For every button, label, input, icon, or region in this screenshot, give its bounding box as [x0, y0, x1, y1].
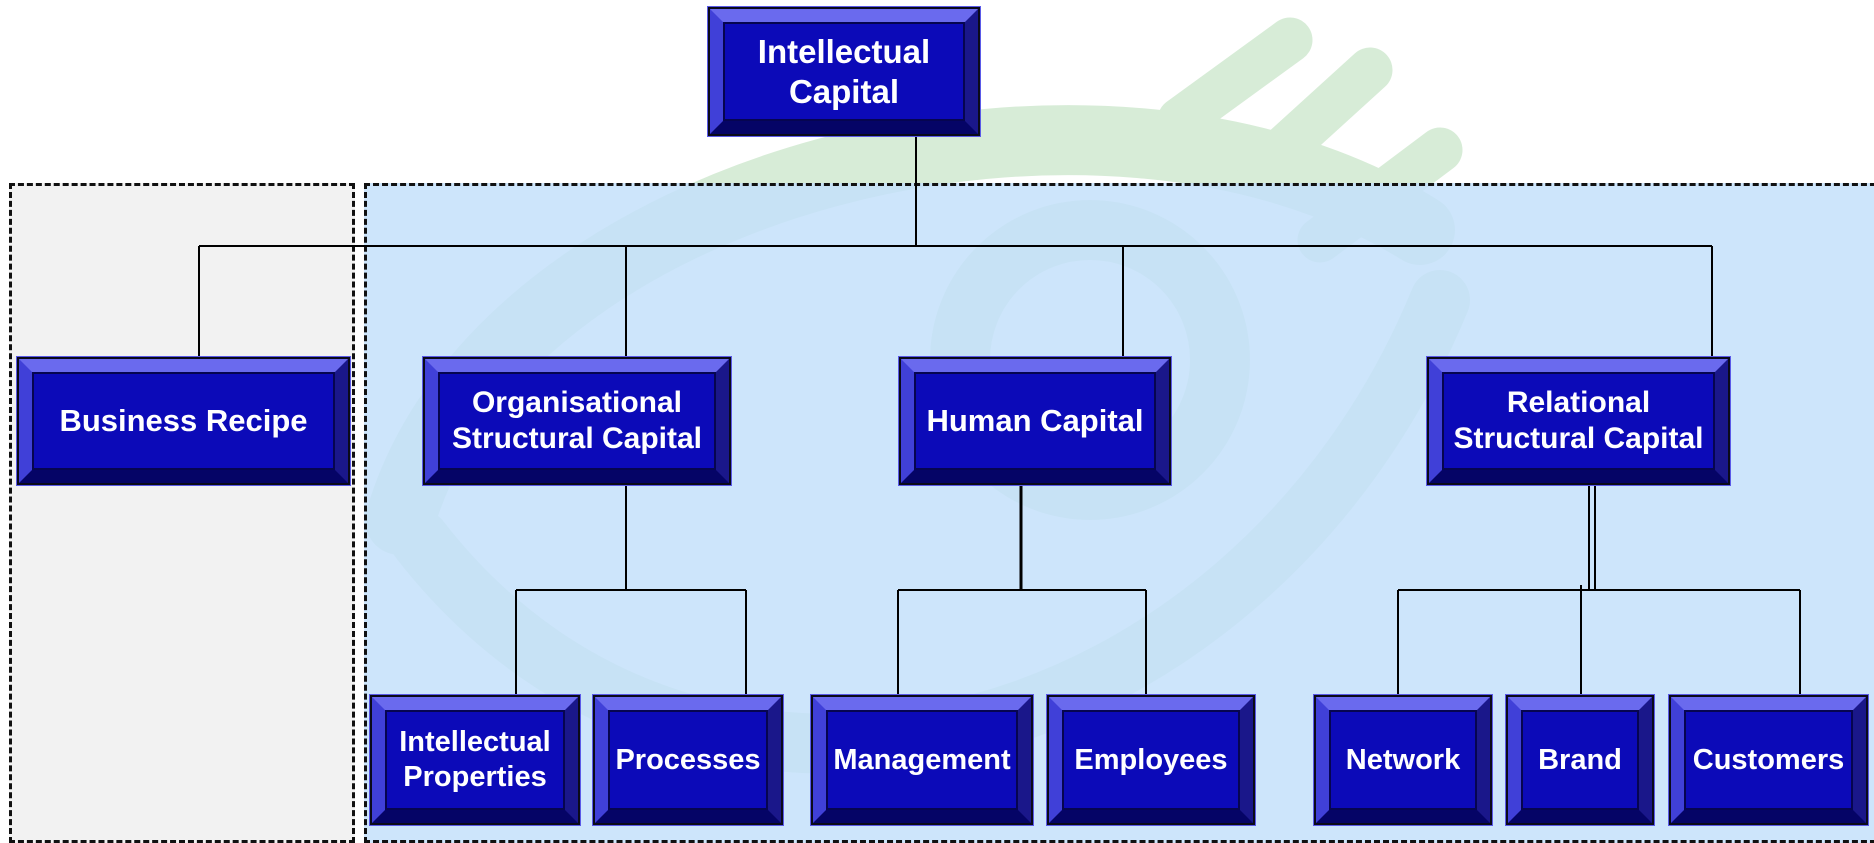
- node-label: Intellectual Capital: [757, 32, 931, 110]
- node-network: Network: [1314, 695, 1492, 825]
- node-employees: Employees: [1047, 695, 1255, 825]
- node-label: Organisational Structural Capital: [451, 386, 703, 455]
- node-business-recipe: Business Recipe: [17, 357, 350, 485]
- node-organisational-structural-capital: Organisational Structural Capital: [423, 357, 731, 485]
- node-label: Customers: [1692, 743, 1845, 776]
- node-customers: Customers: [1669, 695, 1868, 825]
- node-label: Network: [1345, 743, 1461, 776]
- node-label: Human Capital: [926, 403, 1144, 439]
- node-intellectual-capital: Intellectual Capital: [708, 7, 980, 136]
- node-label: Employees: [1074, 743, 1228, 776]
- node-label: Processes: [615, 743, 761, 776]
- node-human-capital: Human Capital: [899, 357, 1171, 485]
- node-label: Management: [833, 743, 1011, 776]
- node-label: Business Recipe: [59, 403, 308, 439]
- node-processes: Processes: [593, 695, 783, 825]
- node-label: Relational Structural Capital: [1453, 386, 1704, 455]
- node-label: Intellectual Properties: [399, 726, 551, 793]
- node-management: Management: [811, 695, 1033, 825]
- node-label: Brand: [1538, 743, 1622, 776]
- node-relational-structural-capital: Relational Structural Capital: [1427, 357, 1730, 485]
- node-brand: Brand: [1506, 695, 1654, 825]
- node-intellectual-properties: Intellectual Properties: [370, 695, 580, 825]
